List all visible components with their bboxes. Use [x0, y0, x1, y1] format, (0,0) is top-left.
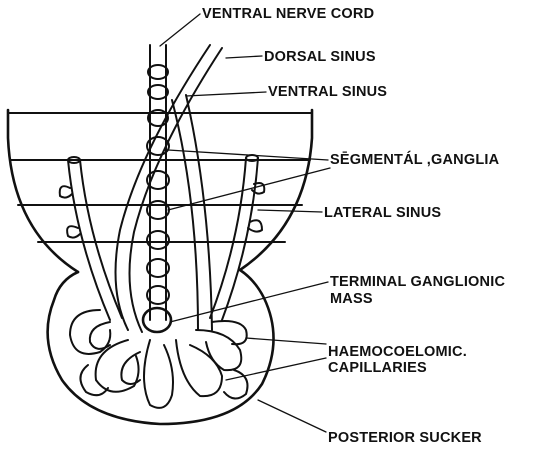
haemocoelomic-capillaries	[70, 310, 248, 408]
body-wall-hooks	[60, 183, 265, 238]
pointer-lines	[160, 14, 330, 432]
posterior-sucker	[48, 270, 274, 424]
body-outline	[8, 110, 312, 272]
dorsal-sinus	[116, 45, 223, 332]
lateral-sinus-left	[68, 157, 122, 320]
label-ventral-nerve-cord: VENTRAL NERVE CORD	[202, 6, 374, 22]
label-segmental-ganglia: SĒGMENTÁL ,GANGLIA	[330, 151, 500, 168]
label-terminal-mass: MASS	[330, 291, 373, 307]
label-dorsal-sinus: DORSAL SINUS	[264, 49, 376, 65]
label-capillaries: CAPILLARIES	[328, 360, 427, 376]
label-ventral-sinus: VENTRAL SINUS	[268, 84, 387, 100]
label-posterior-sucker: POSTERIOR SUCKER	[328, 430, 482, 446]
lateral-sinus-right	[210, 155, 258, 320]
label-haemocoelomic: HAEMOCOELOMIC.	[328, 344, 467, 360]
ventral-sinus	[172, 95, 212, 330]
label-terminal-ganglionic: TERMINAL GANGLIONIC	[330, 274, 505, 290]
label-lateral-sinus: LATERAL SINUS	[324, 205, 441, 221]
